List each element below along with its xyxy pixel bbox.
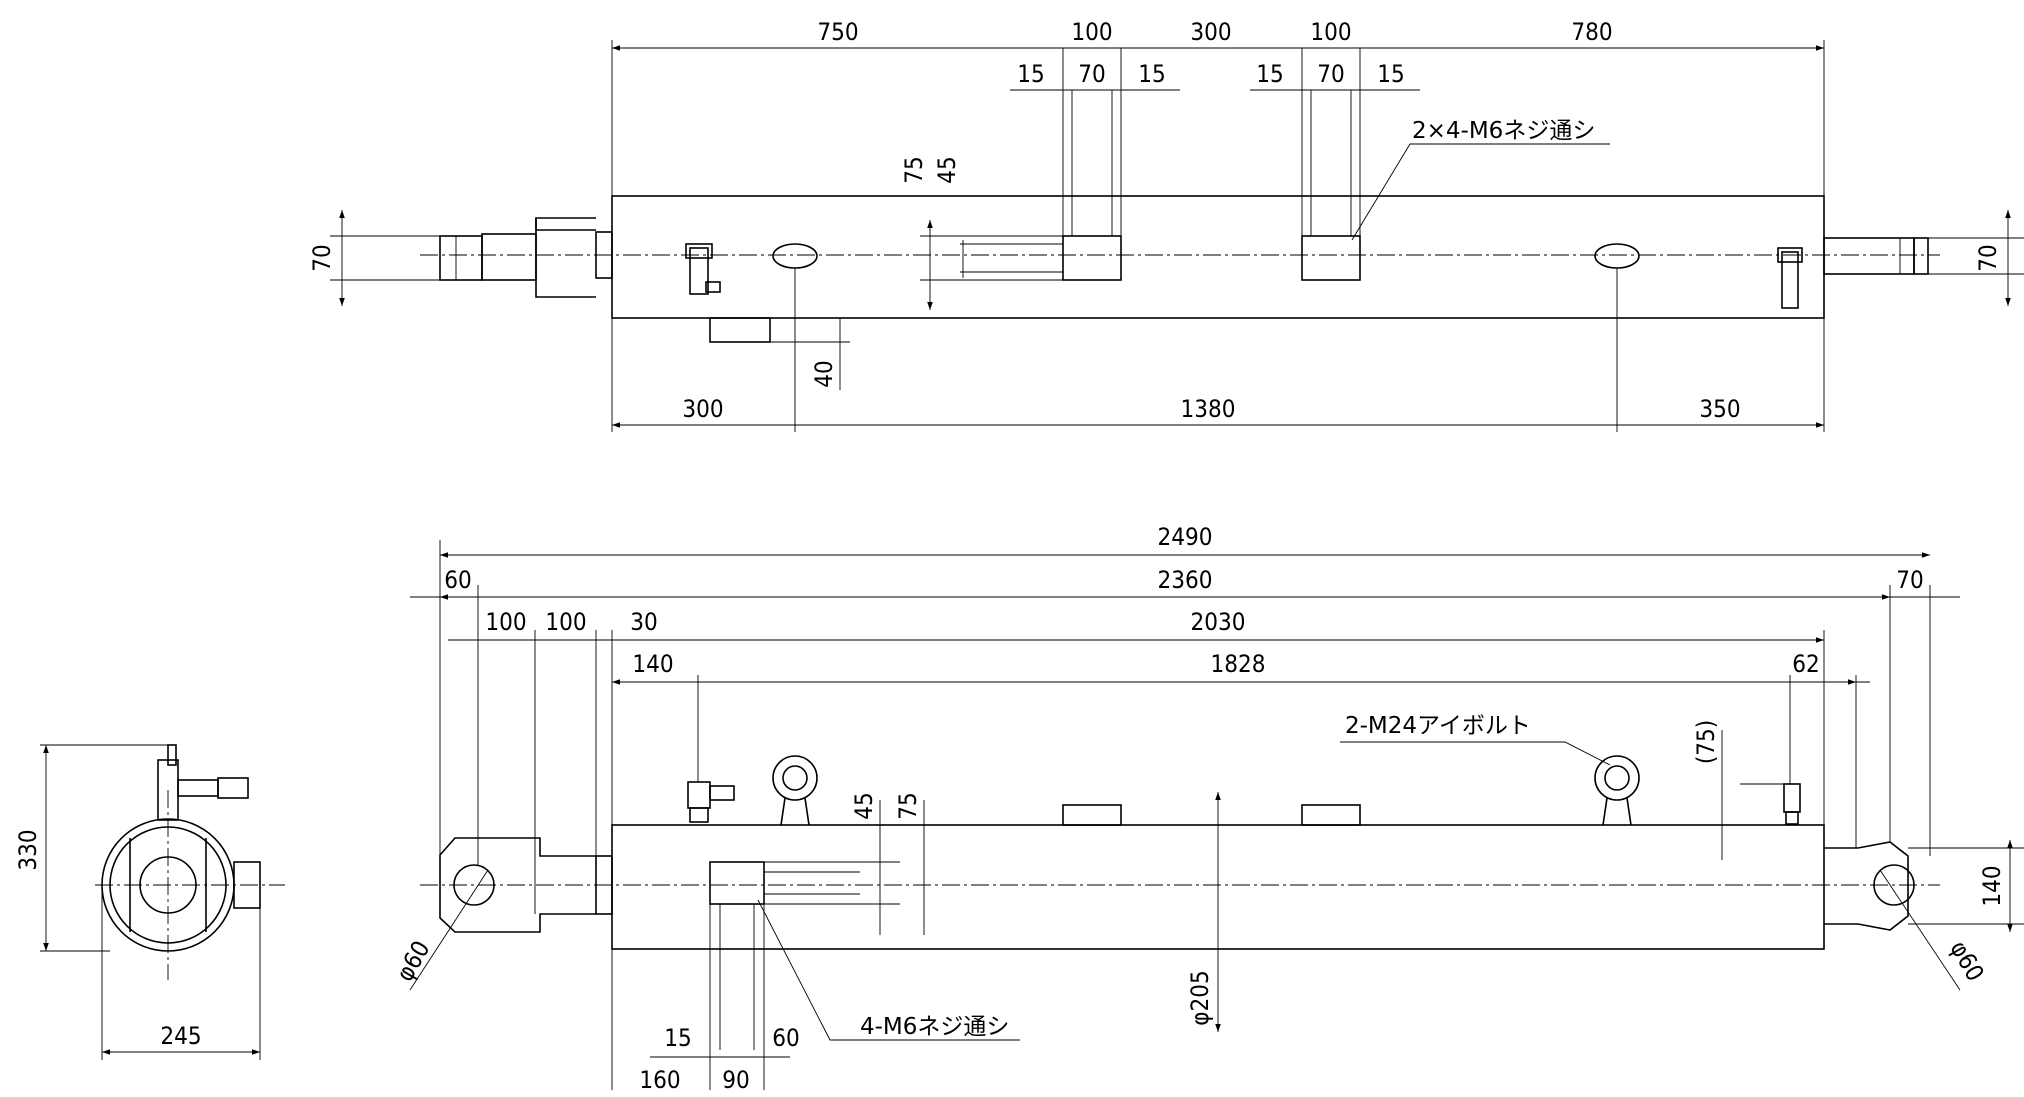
dim-text: 300 [682,395,723,423]
eyebolt-note: 2-M24アイボルト [1345,713,1531,739]
dim-text: 300 [1190,18,1231,46]
dim-text: 70 [1317,60,1344,88]
dim-text: 750 [817,18,858,46]
dim-text: 100 [545,608,586,636]
dim-text: 75 [894,792,922,819]
note-text: 2×4-M6ネジ通シ [1412,118,1595,144]
dim-text: 140 [632,650,673,678]
dim-text: 60 [444,566,471,594]
dim-text: 45 [850,792,878,819]
dim-text: 75 [900,156,928,183]
dim-text: 2360 [1158,566,1213,594]
top-view: 750 100 300 100 780 15 70 15 15 70 15 75… [308,18,2024,432]
dim-text: φ60 [1944,936,1989,986]
dim-text: 15 [1017,60,1044,88]
dim-text: 160 [639,1066,680,1094]
side-view: 330 245 [14,744,285,1060]
dim-text: 30 [630,608,657,636]
dim-text: 45 [933,156,961,183]
dim-text: 100 [1310,18,1351,46]
dim-text: 1828 [1211,650,1266,678]
dim-text: 70 [1896,566,1923,594]
dim-text: 90 [722,1066,749,1094]
dim-text: 780 [1571,18,1612,46]
dim-text: 245 [160,1022,201,1050]
dim-text: 330 [14,829,42,870]
dim-text: 2030 [1191,608,1246,636]
front-view: 2490 60 2360 70 100 100 30 2030 140 1828… [391,523,2024,1094]
dim-text: 15 [1256,60,1283,88]
dim-text: 2490 [1158,523,1213,551]
dim-text: 15 [1377,60,1404,88]
hole-note: 4-M6ネジ通シ [860,1014,1009,1040]
dim-text: 140 [1978,865,2006,906]
dim-text: 350 [1699,395,1740,423]
dim-text: 15 [664,1024,691,1052]
dim-text: 40 [810,360,838,387]
dim-text: φ205 [1186,970,1214,1025]
dim-text: 70 [1974,244,2002,271]
dim-text: (75) [1692,720,1720,764]
dim-text: 60 [772,1024,799,1052]
dim-text: 15 [1138,60,1165,88]
dim-text: φ60 [391,936,436,986]
dim-text: 70 [308,244,336,271]
dim-text: 1380 [1181,395,1236,423]
dim-text: 100 [1071,18,1112,46]
dim-text: 100 [485,608,526,636]
dim-text: 62 [1792,650,1819,678]
dim-text: 70 [1078,60,1105,88]
